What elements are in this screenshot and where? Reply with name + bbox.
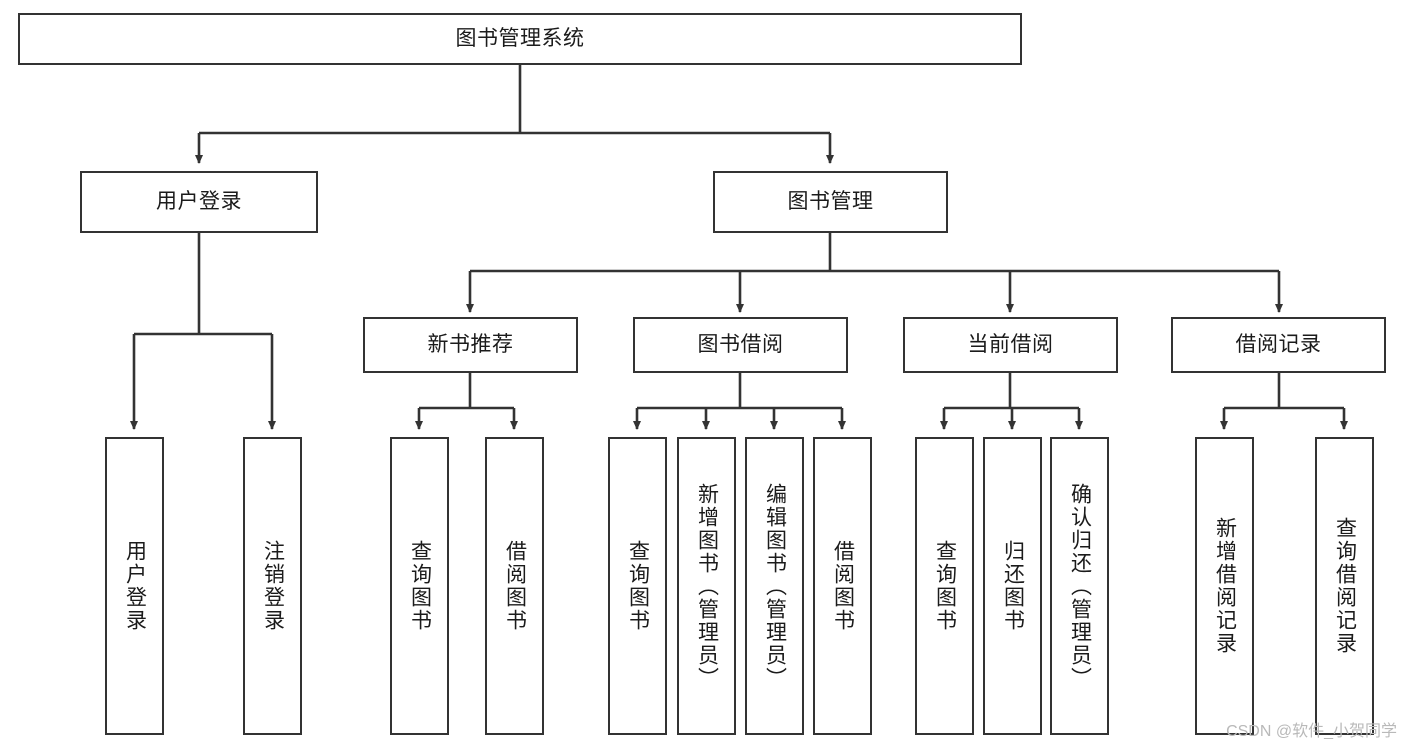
leaf-borrow-record-2-label: 查询借阅记录: [1333, 517, 1357, 655]
leaf-current-borrow-2-label: 归还图书: [1001, 540, 1025, 632]
leaf-new-book-rec-2-label: 借阅图书: [503, 540, 527, 632]
node-book-manage-label: 图书管理: [787, 190, 874, 214]
leaf-book-borrow-3[interactable]: 编辑图书（管理员）: [745, 437, 804, 735]
leaf-book-borrow-1[interactable]: 查询图书: [608, 437, 667, 735]
node-book-borrow[interactable]: 图书借阅: [633, 317, 848, 373]
leaf-book-borrow-2-label: 新增图书（管理员）: [695, 482, 719, 690]
node-borrow-record-label: 借阅记录: [1235, 333, 1322, 357]
node-user-login[interactable]: 用户登录: [80, 171, 318, 233]
node-borrow-record[interactable]: 借阅记录: [1171, 317, 1386, 373]
leaf-book-borrow-4-label: 借阅图书: [831, 540, 855, 632]
node-current-borrow[interactable]: 当前借阅: [903, 317, 1118, 373]
leaf-current-borrow-1[interactable]: 查询图书: [915, 437, 974, 735]
leaf-user-login-2[interactable]: 注销登录: [243, 437, 302, 735]
node-book-manage[interactable]: 图书管理: [713, 171, 948, 233]
leaf-book-borrow-2[interactable]: 新增图书（管理员）: [677, 437, 736, 735]
leaf-user-login-1[interactable]: 用户登录: [105, 437, 164, 735]
node-new-book-rec-label: 新书推荐: [427, 333, 514, 357]
leaf-borrow-record-1-label: 新增借阅记录: [1213, 517, 1237, 655]
node-root-label: 图书管理系统: [455, 27, 585, 51]
leaf-new-book-rec-2[interactable]: 借阅图书: [485, 437, 544, 735]
leaf-borrow-record-1[interactable]: 新增借阅记录: [1195, 437, 1254, 735]
csdn-watermark: CSDN @软件_小贺同学: [1226, 723, 1397, 740]
leaf-borrow-record-2[interactable]: 查询借阅记录: [1315, 437, 1374, 735]
leaf-current-borrow-1-label: 查询图书: [933, 540, 957, 632]
node-new-book-rec[interactable]: 新书推荐: [363, 317, 578, 373]
leaf-book-borrow-1-label: 查询图书: [626, 540, 650, 632]
node-user-login-label: 用户登录: [156, 190, 242, 214]
node-book-borrow-label: 图书借阅: [697, 333, 784, 357]
node-current-borrow-label: 当前借阅: [967, 333, 1054, 357]
node-root[interactable]: 图书管理系统: [18, 13, 1022, 65]
leaf-new-book-rec-1-label: 查询图书: [408, 540, 432, 632]
leaf-current-borrow-3[interactable]: 确认归还（管理员）: [1050, 437, 1109, 735]
leaf-current-borrow-2[interactable]: 归还图书: [983, 437, 1042, 735]
leaf-user-login-1-label: 用户登录: [123, 540, 147, 632]
leaf-book-borrow-3-label: 编辑图书（管理员）: [763, 482, 787, 690]
leaf-book-borrow-4[interactable]: 借阅图书: [813, 437, 872, 735]
leaf-user-login-2-label: 注销登录: [261, 540, 285, 632]
leaf-new-book-rec-1[interactable]: 查询图书: [390, 437, 449, 735]
leaf-current-borrow-3-label: 确认归还（管理员）: [1068, 482, 1092, 690]
